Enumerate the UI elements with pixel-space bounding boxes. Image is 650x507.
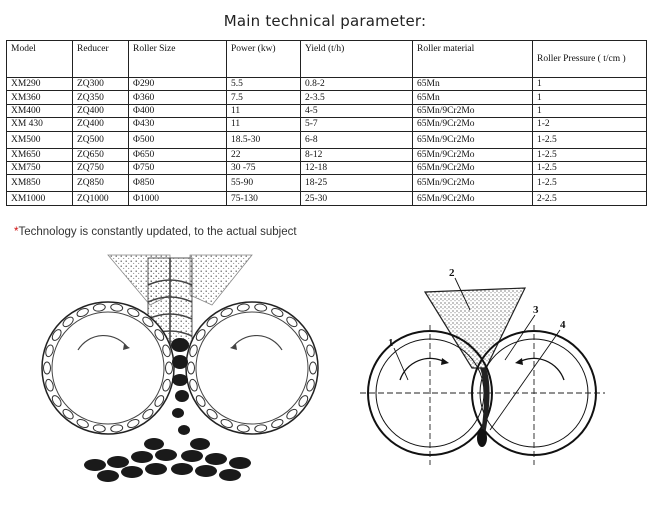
table-cell: ZQ1000 — [72, 191, 129, 206]
table-cell: 7.5 — [226, 90, 301, 105]
label-4: 4 — [560, 319, 566, 331]
table-cell: 11 — [226, 103, 301, 119]
table-cell: XM750 — [6, 160, 73, 176]
table-cell: ZQ750 — [72, 160, 129, 176]
header-model: Model — [6, 40, 73, 78]
roller-diagrams: 1 2 3 4 — [41, 254, 605, 482]
table-cell: XM400 — [6, 103, 73, 119]
table-cell: ZQ300 — [72, 76, 129, 92]
table-cell: 18.5-30 — [226, 130, 301, 149]
header-reducer: Reducer — [72, 40, 129, 78]
table-cell: 55-90 — [226, 174, 301, 193]
table-cell: 1 — [532, 90, 647, 105]
label-1: 1 — [388, 337, 394, 349]
table-cell: 18-25 — [300, 174, 413, 193]
table-cell: 1-2.5 — [532, 160, 647, 176]
table-cell: 0.8-2 — [300, 76, 413, 92]
table-cell: 5-7 — [300, 117, 413, 132]
right-roller-diagram: 1 2 3 4 — [360, 267, 605, 465]
table-cell: 65Mn — [412, 90, 533, 105]
table-cell: 6-8 — [300, 130, 413, 149]
table-cell: 75-130 — [226, 191, 301, 206]
update-note: *Technology is constantly updated, to th… — [14, 226, 297, 238]
table-cell: 5.5 — [226, 76, 301, 92]
parameter-table: Model Reducer Roller Size Power (kw) Yie… — [6, 40, 647, 206]
table-cell: 65Mn/9Cr2Mo — [412, 130, 533, 149]
table-cell: ZQ350 — [72, 90, 129, 105]
table-header-row: Model Reducer Roller Size Power (kw) Yie… — [6, 40, 647, 78]
table-cell: Φ290 — [128, 76, 227, 92]
table-cell: XM500 — [6, 130, 73, 149]
table-cell: ZQ500 — [72, 130, 129, 149]
table-cell: ZQ650 — [72, 147, 129, 162]
table-cell: 30 -75 — [226, 160, 301, 176]
header-yield: Yield (t/h) — [300, 40, 413, 78]
table-cell: 1 — [532, 103, 647, 119]
table-cell: 65Mn/9Cr2Mo — [412, 160, 533, 176]
table-cell: 22 — [226, 147, 301, 162]
table-cell: Φ1000 — [128, 191, 227, 206]
table-cell: 65Mn/9Cr2Mo — [412, 147, 533, 162]
header-roller-material: Roller material — [412, 40, 533, 78]
table-cell: XM290 — [6, 76, 73, 92]
table-cell: 65Mn — [412, 76, 533, 92]
table-cell: XM360 — [6, 90, 73, 105]
table-cell: 11 — [226, 117, 301, 132]
table-cell: 65Mn/9Cr2Mo — [412, 103, 533, 119]
table-cell: Φ430 — [128, 117, 227, 132]
table-cell: 25-30 — [300, 191, 413, 206]
table-cell: 1-2 — [532, 117, 647, 132]
table-cell: 65Mn/9Cr2Mo — [412, 191, 533, 206]
table-cell: ZQ850 — [72, 174, 129, 193]
table-cell: 65Mn/9Cr2Mo — [412, 174, 533, 193]
table-cell: 12-18 — [300, 160, 413, 176]
table-cell: XM650 — [6, 147, 73, 162]
table-cell: ZQ400 — [72, 103, 129, 119]
header-roller-pressure: Roller Pressure ( t/cm ) — [532, 40, 647, 78]
table-cell: XM850 — [6, 174, 73, 193]
table-cell: 4-5 — [300, 103, 413, 119]
label-3: 3 — [533, 304, 539, 316]
table-cell: 1-2.5 — [532, 174, 647, 193]
table-cell: Φ360 — [128, 90, 227, 105]
page-title: Main technical parameter: — [223, 12, 427, 30]
table-cell: 1 — [532, 76, 647, 92]
table-cell: Φ400 — [128, 103, 227, 119]
table-cell: 2-2.5 — [532, 191, 647, 206]
label-2: 2 — [449, 267, 455, 279]
table-cell: Φ750 — [128, 160, 227, 176]
note-asterisk: * — [14, 226, 19, 238]
table-cell: 1-2.5 — [532, 147, 647, 162]
table-cell: Φ500 — [128, 130, 227, 149]
table-cell: ZQ400 — [72, 117, 129, 132]
table-cell: 2-3.5 — [300, 90, 413, 105]
left-roller-illustration — [41, 254, 319, 482]
header-power: Power (kw) — [226, 40, 301, 78]
table-cell: 1-2.5 — [532, 130, 647, 149]
table-cell: Φ850 — [128, 174, 227, 193]
note-text: Technology is constantly updated, to the… — [18, 226, 297, 238]
table-cell: XM 430 — [6, 117, 73, 132]
header-roller-size: Roller Size — [128, 40, 227, 78]
table-cell: Φ650 — [128, 147, 227, 162]
table-cell: 8-12 — [300, 147, 413, 162]
table-cell: 65Mn/9Cr2Mo — [412, 117, 533, 132]
table-cell: XM1000 — [6, 191, 73, 206]
